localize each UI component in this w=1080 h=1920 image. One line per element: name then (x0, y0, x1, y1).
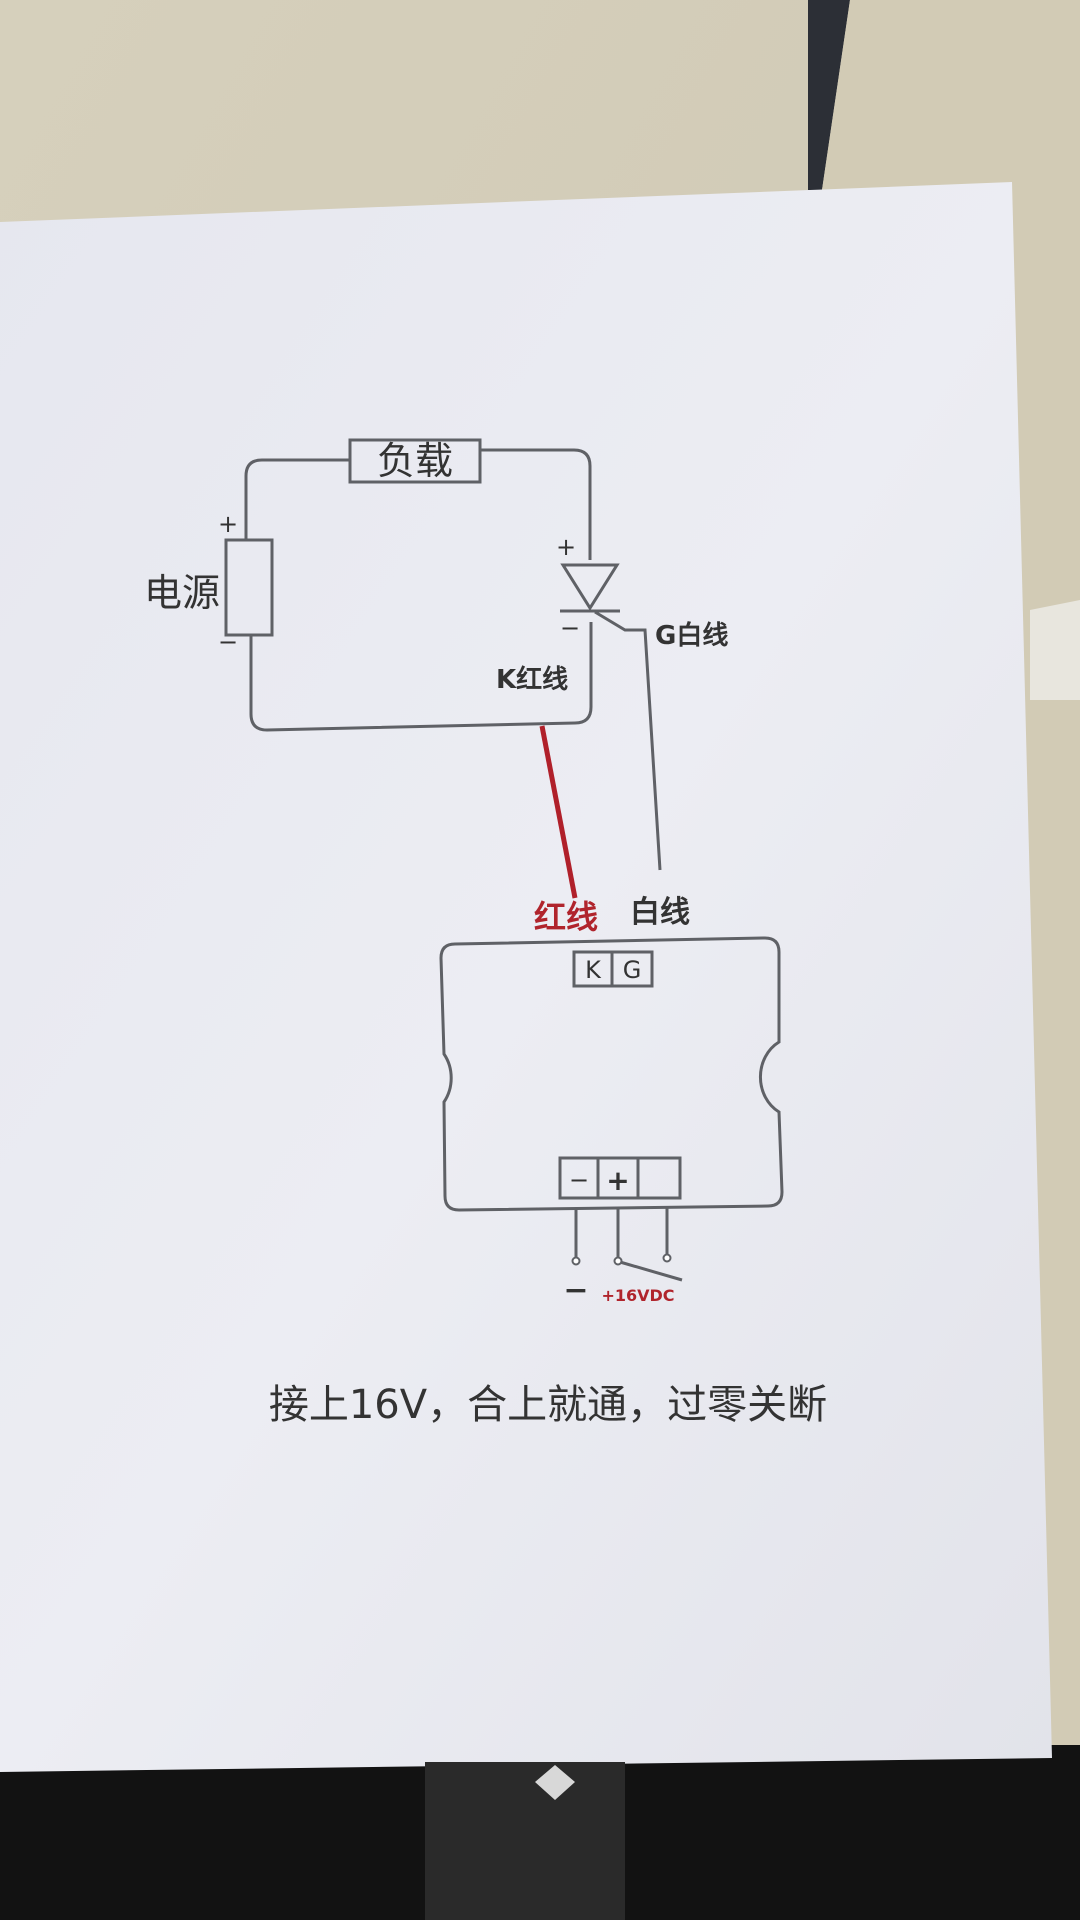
power-minus-sign: − (218, 628, 238, 656)
power-plus-sign: + (218, 510, 238, 538)
thyristor-minus-sign: − (560, 614, 580, 642)
pin-minus-label: − (563, 1273, 588, 1308)
cathode-wire-label: K红线 (496, 664, 568, 695)
thyristor-triangle (560, 563, 620, 611)
gate-wire-label: G白线 (655, 620, 728, 651)
white-wire-label: 白线 (630, 895, 690, 930)
terminal-k-label: K (585, 956, 602, 984)
terminal-blank-box (636, 1156, 682, 1200)
paper-sheet (0, 182, 1052, 1772)
power-source-box (224, 538, 274, 637)
module-outline (439, 936, 784, 1212)
circuit-bottom-wire (249, 622, 593, 732)
terminal-g-label: G (623, 956, 642, 984)
load-label: 负载 (377, 439, 453, 483)
bottom-object-glint (535, 1765, 575, 1800)
upper-circuit (224, 438, 662, 871)
gate-wire (594, 610, 662, 871)
background-light-glint (1030, 600, 1080, 700)
red-wire-label: 红线 (534, 898, 598, 936)
terminal-minus-label: − (569, 1166, 589, 1194)
load-box (348, 438, 482, 484)
pin-minus-dot (571, 1256, 581, 1266)
bottom-object (425, 1762, 625, 1920)
switch-contact-line (619, 1260, 683, 1282)
pin-third-dot (662, 1253, 672, 1263)
caption: 接上16V，合上就通，过零关断 (269, 1382, 827, 1428)
power-label: 电源 (144, 571, 220, 615)
red-wire (539, 725, 578, 899)
module-body (439, 936, 784, 1282)
terminal-g-box (610, 950, 654, 988)
background-edge-strip (808, 0, 850, 190)
terminal-plus-label: + (606, 1164, 629, 1197)
circuit-top-right-wire (480, 448, 592, 560)
pin-voltage-label: +16VDC (601, 1286, 674, 1305)
circuit-top-left-wire (244, 458, 350, 540)
thyristor-plus-sign: + (556, 533, 576, 561)
pin-plus-dot (613, 1256, 623, 1266)
